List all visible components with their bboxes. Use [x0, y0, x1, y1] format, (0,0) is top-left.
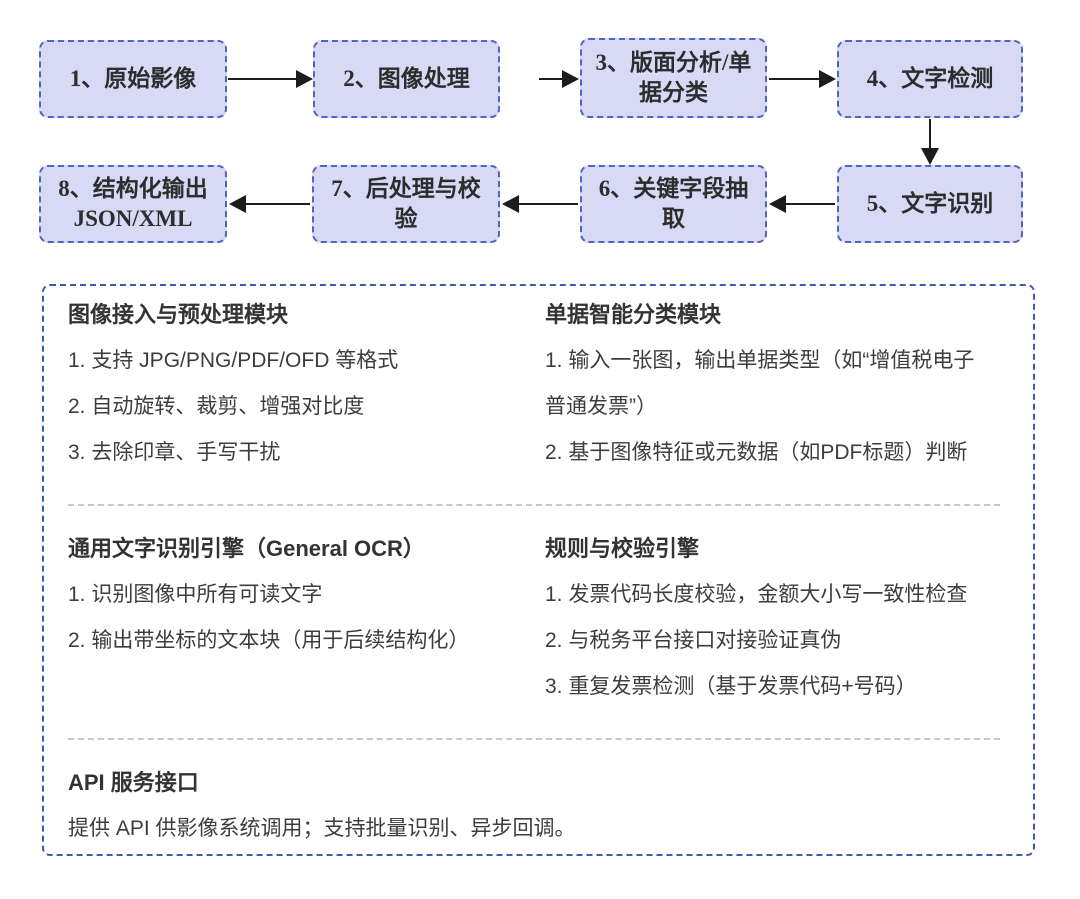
module-item: 3. 重复发票检测（基于发票代码+号码）: [545, 675, 917, 698]
modules-row-1: 图像接入与预处理模块 1. 支持 JPG/PNG/PDF/OFD 等格式 2. …: [68, 292, 1009, 476]
module-title: 通用文字识别引擎（General OCR）: [68, 536, 425, 561]
module-item: 提供 API 供影像系统调用；支持批量识别、异步回调。: [68, 817, 576, 840]
module-item: 3. 去除印章、手写干扰: [68, 441, 281, 464]
module-item: 2. 自动旋转、裁剪、增强对比度: [68, 395, 365, 418]
flow-node-5: 5、文字识别: [837, 165, 1023, 243]
module-title: 图像接入与预处理模块: [68, 302, 289, 327]
module-title: 规则与校验引擎: [545, 536, 700, 561]
section-divider: [68, 738, 1000, 740]
module-item: 2. 输出带坐标的文本块（用于后续结构化）: [68, 629, 470, 652]
module-item: 1. 支持 JPG/PNG/PDF/OFD 等格式: [68, 349, 399, 372]
section-divider: [68, 504, 1000, 506]
flow-node-3: 3、版面分析/单据分类: [580, 38, 767, 118]
module-api-service: API 服务接口 提供 API 供影像系统调用；支持批量识别、异步回调。: [68, 760, 1009, 852]
module-rules-validation: 规则与校验引擎 1. 发票代码长度校验，金额大小写一致性检查 2. 与税务平台接…: [545, 526, 995, 710]
module-item: 1. 发票代码长度校验，金额大小写一致性检查: [545, 583, 968, 606]
module-title: 单据智能分类模块: [545, 302, 722, 327]
module-item: 1. 输入一张图，输出单据类型（如“增值税电子普通发票”）: [545, 349, 975, 418]
modules-panel: 图像接入与预处理模块 1. 支持 JPG/PNG/PDF/OFD 等格式 2. …: [42, 284, 1035, 856]
module-title: API 服务接口: [68, 770, 199, 795]
module-item: 2. 基于图像特征或元数据（如PDF标题）判断: [545, 441, 968, 464]
module-general-ocr: 通用文字识别引擎（General OCR） 1. 识别图像中所有可读文字 2. …: [68, 526, 545, 710]
flow-node-7: 7、后处理与校验: [312, 165, 500, 243]
flow-node-4: 4、文字检测: [837, 40, 1023, 118]
flow-node-1: 1、原始影像: [39, 40, 227, 118]
module-doc-classification: 单据智能分类模块 1. 输入一张图，输出单据类型（如“增值税电子普通发票”） 2…: [545, 292, 995, 476]
module-image-preprocessing: 图像接入与预处理模块 1. 支持 JPG/PNG/PDF/OFD 等格式 2. …: [68, 292, 545, 476]
flow-node-6: 6、关键字段抽取: [580, 165, 767, 243]
flow-node-8: 8、结构化输出 JSON/XML: [39, 165, 227, 243]
modules-row-2: 通用文字识别引擎（General OCR） 1. 识别图像中所有可读文字 2. …: [68, 526, 1009, 710]
flow-node-2: 2、图像处理: [313, 40, 500, 118]
module-item: 2. 与税务平台接口对接验证真伪: [545, 629, 842, 652]
module-item: 1. 识别图像中所有可读文字: [68, 583, 323, 606]
